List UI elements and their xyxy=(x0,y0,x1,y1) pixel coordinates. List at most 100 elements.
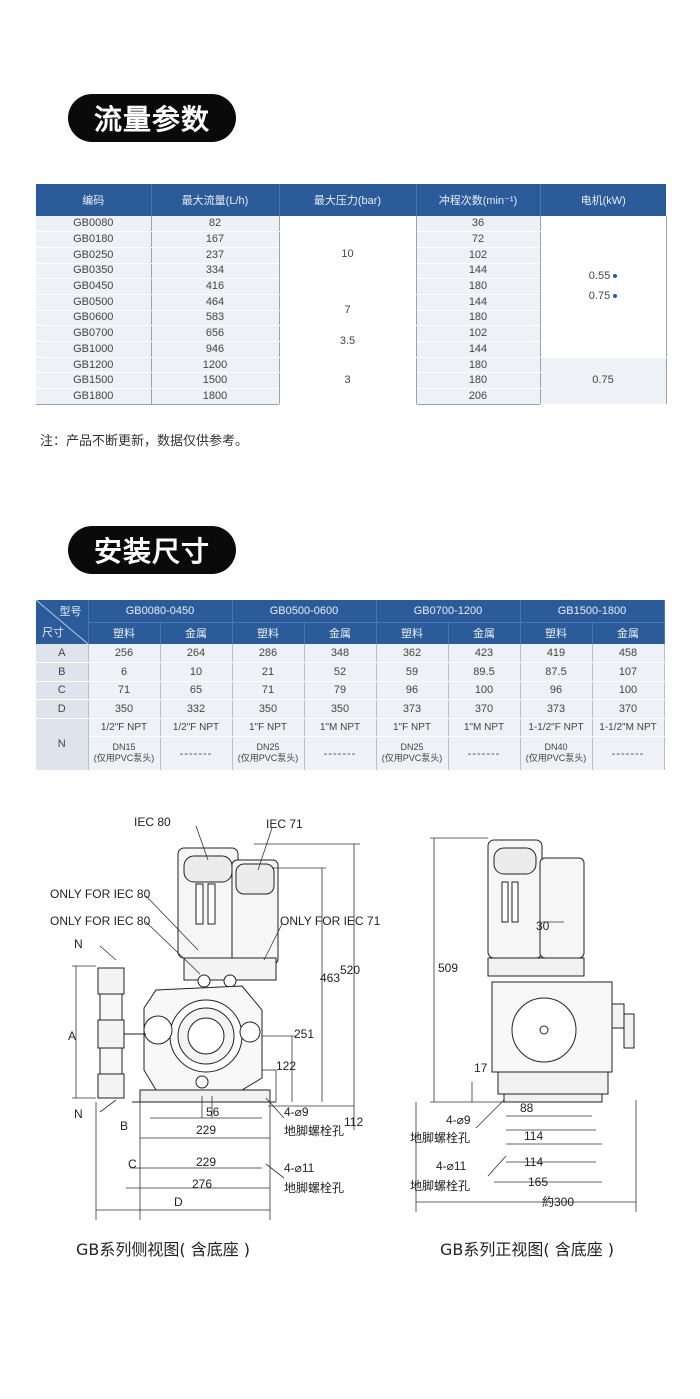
cell-strokes: 180 xyxy=(416,310,541,327)
label-30: 30 xyxy=(536,919,550,933)
cell-code: GB0180 xyxy=(36,231,152,248)
label-4phi9: 4-⌀9 xyxy=(284,1105,309,1119)
label-only-iec80-b: ONLY FOR IEC 80 xyxy=(50,914,151,928)
table-row: GB0350 334 144 xyxy=(36,263,666,280)
table-cell: 10 xyxy=(160,662,233,682)
flow-table: 编码 最大流量(L/h) 最大压力(bar) 冲程次数(min⁻¹) 电机(kW… xyxy=(36,184,667,405)
table-cell: 96 xyxy=(520,681,593,700)
cell-strokes: 72 xyxy=(416,231,541,248)
material-header: 塑料 xyxy=(376,621,449,644)
table-cell: 458 xyxy=(592,644,665,663)
caption-side-view: GB系列侧视图( 含底座 ) xyxy=(76,1240,251,1259)
cell-strokes: 180 xyxy=(416,372,541,390)
table-cell: 256 xyxy=(88,644,161,663)
cell-flow: 583 xyxy=(151,310,280,327)
table-cell: 370 xyxy=(592,699,665,719)
table-row: A 256 264 286 348 362 423 419 458 xyxy=(36,644,665,663)
table-cell: 100 xyxy=(448,681,521,700)
pump-head xyxy=(143,985,263,1091)
dn-note: (仅用PVC泵头) xyxy=(525,752,587,763)
label-17: 17 xyxy=(474,1061,488,1075)
table-cell: 107 xyxy=(592,662,665,682)
table-row: GB0180 167 72 xyxy=(36,231,666,248)
corner-cell: 型号 尺寸 xyxy=(36,600,89,644)
motor-value-1: 0.55 xyxy=(541,266,665,286)
cell-code: GB1000 xyxy=(36,341,152,358)
header-strokes: 冲程次数(min⁻¹) xyxy=(416,184,541,216)
table-cell: 350 xyxy=(88,699,161,719)
label-bolt-hole-1: 地脚螺栓孔 xyxy=(284,1123,344,1138)
label-88: 88 xyxy=(520,1101,534,1115)
material-header: 金属 xyxy=(304,621,377,644)
cell-motor: 0.75 xyxy=(540,357,667,405)
table-cell: 423 xyxy=(448,644,521,663)
table-cell: 1"F NPT xyxy=(232,718,305,737)
label-front-bolt-1: 地脚螺栓孔 xyxy=(410,1130,470,1145)
label-165: 165 xyxy=(528,1175,548,1189)
cell-code: GB0250 xyxy=(36,247,152,264)
motor-text: 0.55 xyxy=(588,270,611,283)
label-520: 520 xyxy=(340,963,360,977)
table-row: B 6 10 21 52 59 89.5 87.5 107 xyxy=(36,662,665,682)
table-row: GB0700 656 3.5 102 xyxy=(36,325,666,358)
cell-flow: 237 xyxy=(151,247,280,264)
table-cell: 59 xyxy=(376,662,449,682)
label-n-bottom: N xyxy=(74,1107,83,1121)
material-header: 塑料 xyxy=(520,621,593,644)
table-cell: 264 xyxy=(160,644,233,663)
label-iec80: IEC 80 xyxy=(134,815,171,829)
table-cell: ------- xyxy=(160,736,233,771)
table-cell: 71 xyxy=(232,681,305,700)
motor-iec71 xyxy=(231,859,279,965)
label-only-iec71: ONLY FOR IEC 71 xyxy=(280,914,381,928)
cell-strokes: 144 xyxy=(416,341,541,358)
cell-flow: 82 xyxy=(151,216,280,233)
label-front-4phi11: 4-⌀11 xyxy=(436,1159,467,1173)
table-cell: 1"M NPT xyxy=(304,718,377,737)
motor-text: 0.75 xyxy=(588,290,611,303)
label-56: 56 xyxy=(206,1105,220,1119)
row-label: B xyxy=(36,662,89,682)
section-title-flow: 流量参数 xyxy=(68,94,236,142)
dn-value: DN25 xyxy=(256,741,280,752)
table-row-n-dn: DN15(仅用PVC泵头) ------- DN25(仅用PVC泵头) ----… xyxy=(36,736,665,771)
table-cell: DN25(仅用PVC泵头) xyxy=(376,736,449,771)
table-row-n-npt: N 1/2"F NPT 1/2"F NPT 1"F NPT 1"M NPT 1"… xyxy=(36,718,665,771)
table-cell: 1/2"F NPT xyxy=(160,718,233,737)
label-509: 509 xyxy=(438,961,458,975)
table-row: GB0500 464 7 144 xyxy=(36,294,666,327)
table-cell: 1-1/2"F NPT xyxy=(520,718,593,737)
cell-strokes: 144 xyxy=(416,294,541,311)
label-463: 463 xyxy=(320,971,340,985)
cell-strokes: 36 xyxy=(416,216,541,233)
table-row: GB1800 1800 206 xyxy=(36,388,666,405)
dims-header-row-models: 型号 尺寸 GB0080-0450 GB0500-0600 GB0700-120… xyxy=(36,600,665,644)
cell-strokes: 144 xyxy=(416,263,541,280)
material-header: 金属 xyxy=(160,621,233,644)
dims-header-row-materials: 塑料 金属 塑料 金属 塑料 金属 塑料 金属 xyxy=(36,621,665,644)
label-300: 約300 xyxy=(542,1194,574,1209)
valve-stack xyxy=(97,967,146,1099)
row-label: A xyxy=(36,644,89,663)
label-front-bolt-2: 地脚螺栓孔 xyxy=(410,1178,470,1193)
cell-pressure: 7 xyxy=(278,294,417,327)
material-header: 金属 xyxy=(592,621,665,644)
table-cell: 21 xyxy=(232,662,305,682)
table-cell: DN40(仅用PVC泵头) xyxy=(520,736,593,771)
dn-value: DN40 xyxy=(544,741,568,752)
table-cell: 370 xyxy=(448,699,521,719)
material-header: 塑料 xyxy=(232,621,305,644)
model-header: GB0080-0450 xyxy=(88,600,233,622)
base-plate xyxy=(139,1089,271,1103)
cell-flow: 167 xyxy=(151,231,280,248)
label-bolt-hole-2: 地脚螺栓孔 xyxy=(284,1180,344,1195)
corner-label-model: 型号 xyxy=(59,606,82,618)
table-cell: DN15(仅用PVC泵头) xyxy=(88,736,161,771)
table-cell: 79 xyxy=(304,681,377,700)
front-motor-2 xyxy=(539,857,585,959)
caption-front-view: GB系列正视图( 含底座 ) xyxy=(440,1240,615,1259)
cell-code: GB1500 xyxy=(36,372,152,390)
label-n-top: N xyxy=(74,937,83,951)
model-header: GB0700-1200 xyxy=(376,600,521,622)
label-c: C xyxy=(128,1157,137,1171)
